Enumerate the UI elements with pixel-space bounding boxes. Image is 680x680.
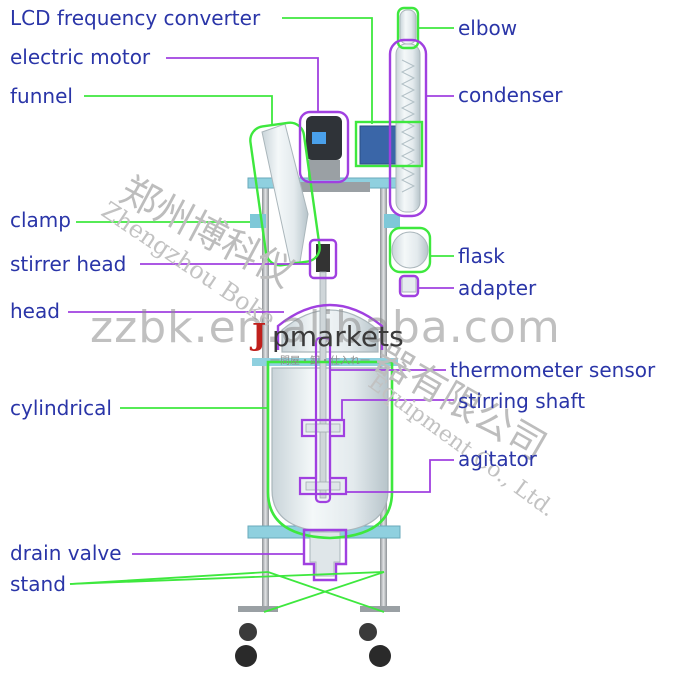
agitator-blade-upper [305,423,341,433]
label-elbow: elbow [458,16,518,40]
adapter-outline [398,274,420,298]
label-drain-valve: drain valve [10,541,122,565]
leader-stand-2 [69,571,385,585]
watermark-market-name: pmarkets [272,320,404,353]
leader-agitator [346,459,454,493]
label-stand: stand [10,572,66,596]
caster-right-front [369,645,391,667]
receiving-flask [391,231,429,269]
agitator-blade-lower [305,481,341,491]
watermark-market-j: J [252,318,267,353]
stirrer-head-outline [308,238,338,280]
label-agitator: agitator [458,447,537,471]
leader-stirring-shaft [341,399,454,420]
label-condenser: condenser [458,83,563,107]
caster-left-back [239,623,257,641]
agitator-outline [298,418,348,496]
label-cylindrical: cylindrical [10,396,112,420]
drain-valve-outline [302,528,348,582]
leader-thermometer [329,369,446,390]
condenser-coil [400,59,416,193]
stand-leg-left [262,180,269,610]
motor-mount [308,160,340,180]
leader-lcd [282,17,373,124]
label-stirring-shaft: stirring shaft [458,389,586,413]
label-stirrer-head: stirrer head [10,252,127,276]
watermark-market-tagline: 一問屋・卸・仕入れ一 [270,356,370,367]
label-funnel: funnel [10,84,73,108]
elbow-glass [399,9,417,45]
motor-outline [298,110,350,184]
funnel-glass [261,123,309,263]
stirrer-coupling [316,244,330,272]
leader-funnel [84,95,273,126]
drain-valve-body [309,531,341,577]
flask-adapter [401,275,417,293]
label-lcd-frequency-converter: LCD frequency converter [10,6,261,30]
top-frame-lid [300,182,370,192]
condenser-outline [388,38,428,218]
label-adapter: adapter [458,276,537,300]
caster-left-front [235,645,257,667]
stirring-shaft-rod [319,271,327,499]
caster-bar-left [238,606,278,612]
caster-bar-right [360,606,400,612]
watermark-market-logo: J pmarkets 一問屋・卸・仕入れ一 [248,318,424,367]
flask-outline [388,226,432,274]
cylindrical-outline [266,360,394,540]
label-flask: flask [458,244,505,268]
label-head: head [10,299,60,323]
leader-motor [166,57,319,112]
clamp-block-right [384,214,400,228]
label-thermometer-sensor: thermometer sensor [450,358,656,382]
label-electric-motor: electric motor [10,45,151,69]
motor-label-plate [312,132,326,144]
leader-stand-4 [263,571,385,613]
caster-right-back [359,623,377,641]
label-clamp: clamp [10,208,71,232]
watermark-site: zzbk.en.alibaba.com [90,302,561,353]
reactor-head [281,309,379,353]
head-outline [276,303,384,350]
